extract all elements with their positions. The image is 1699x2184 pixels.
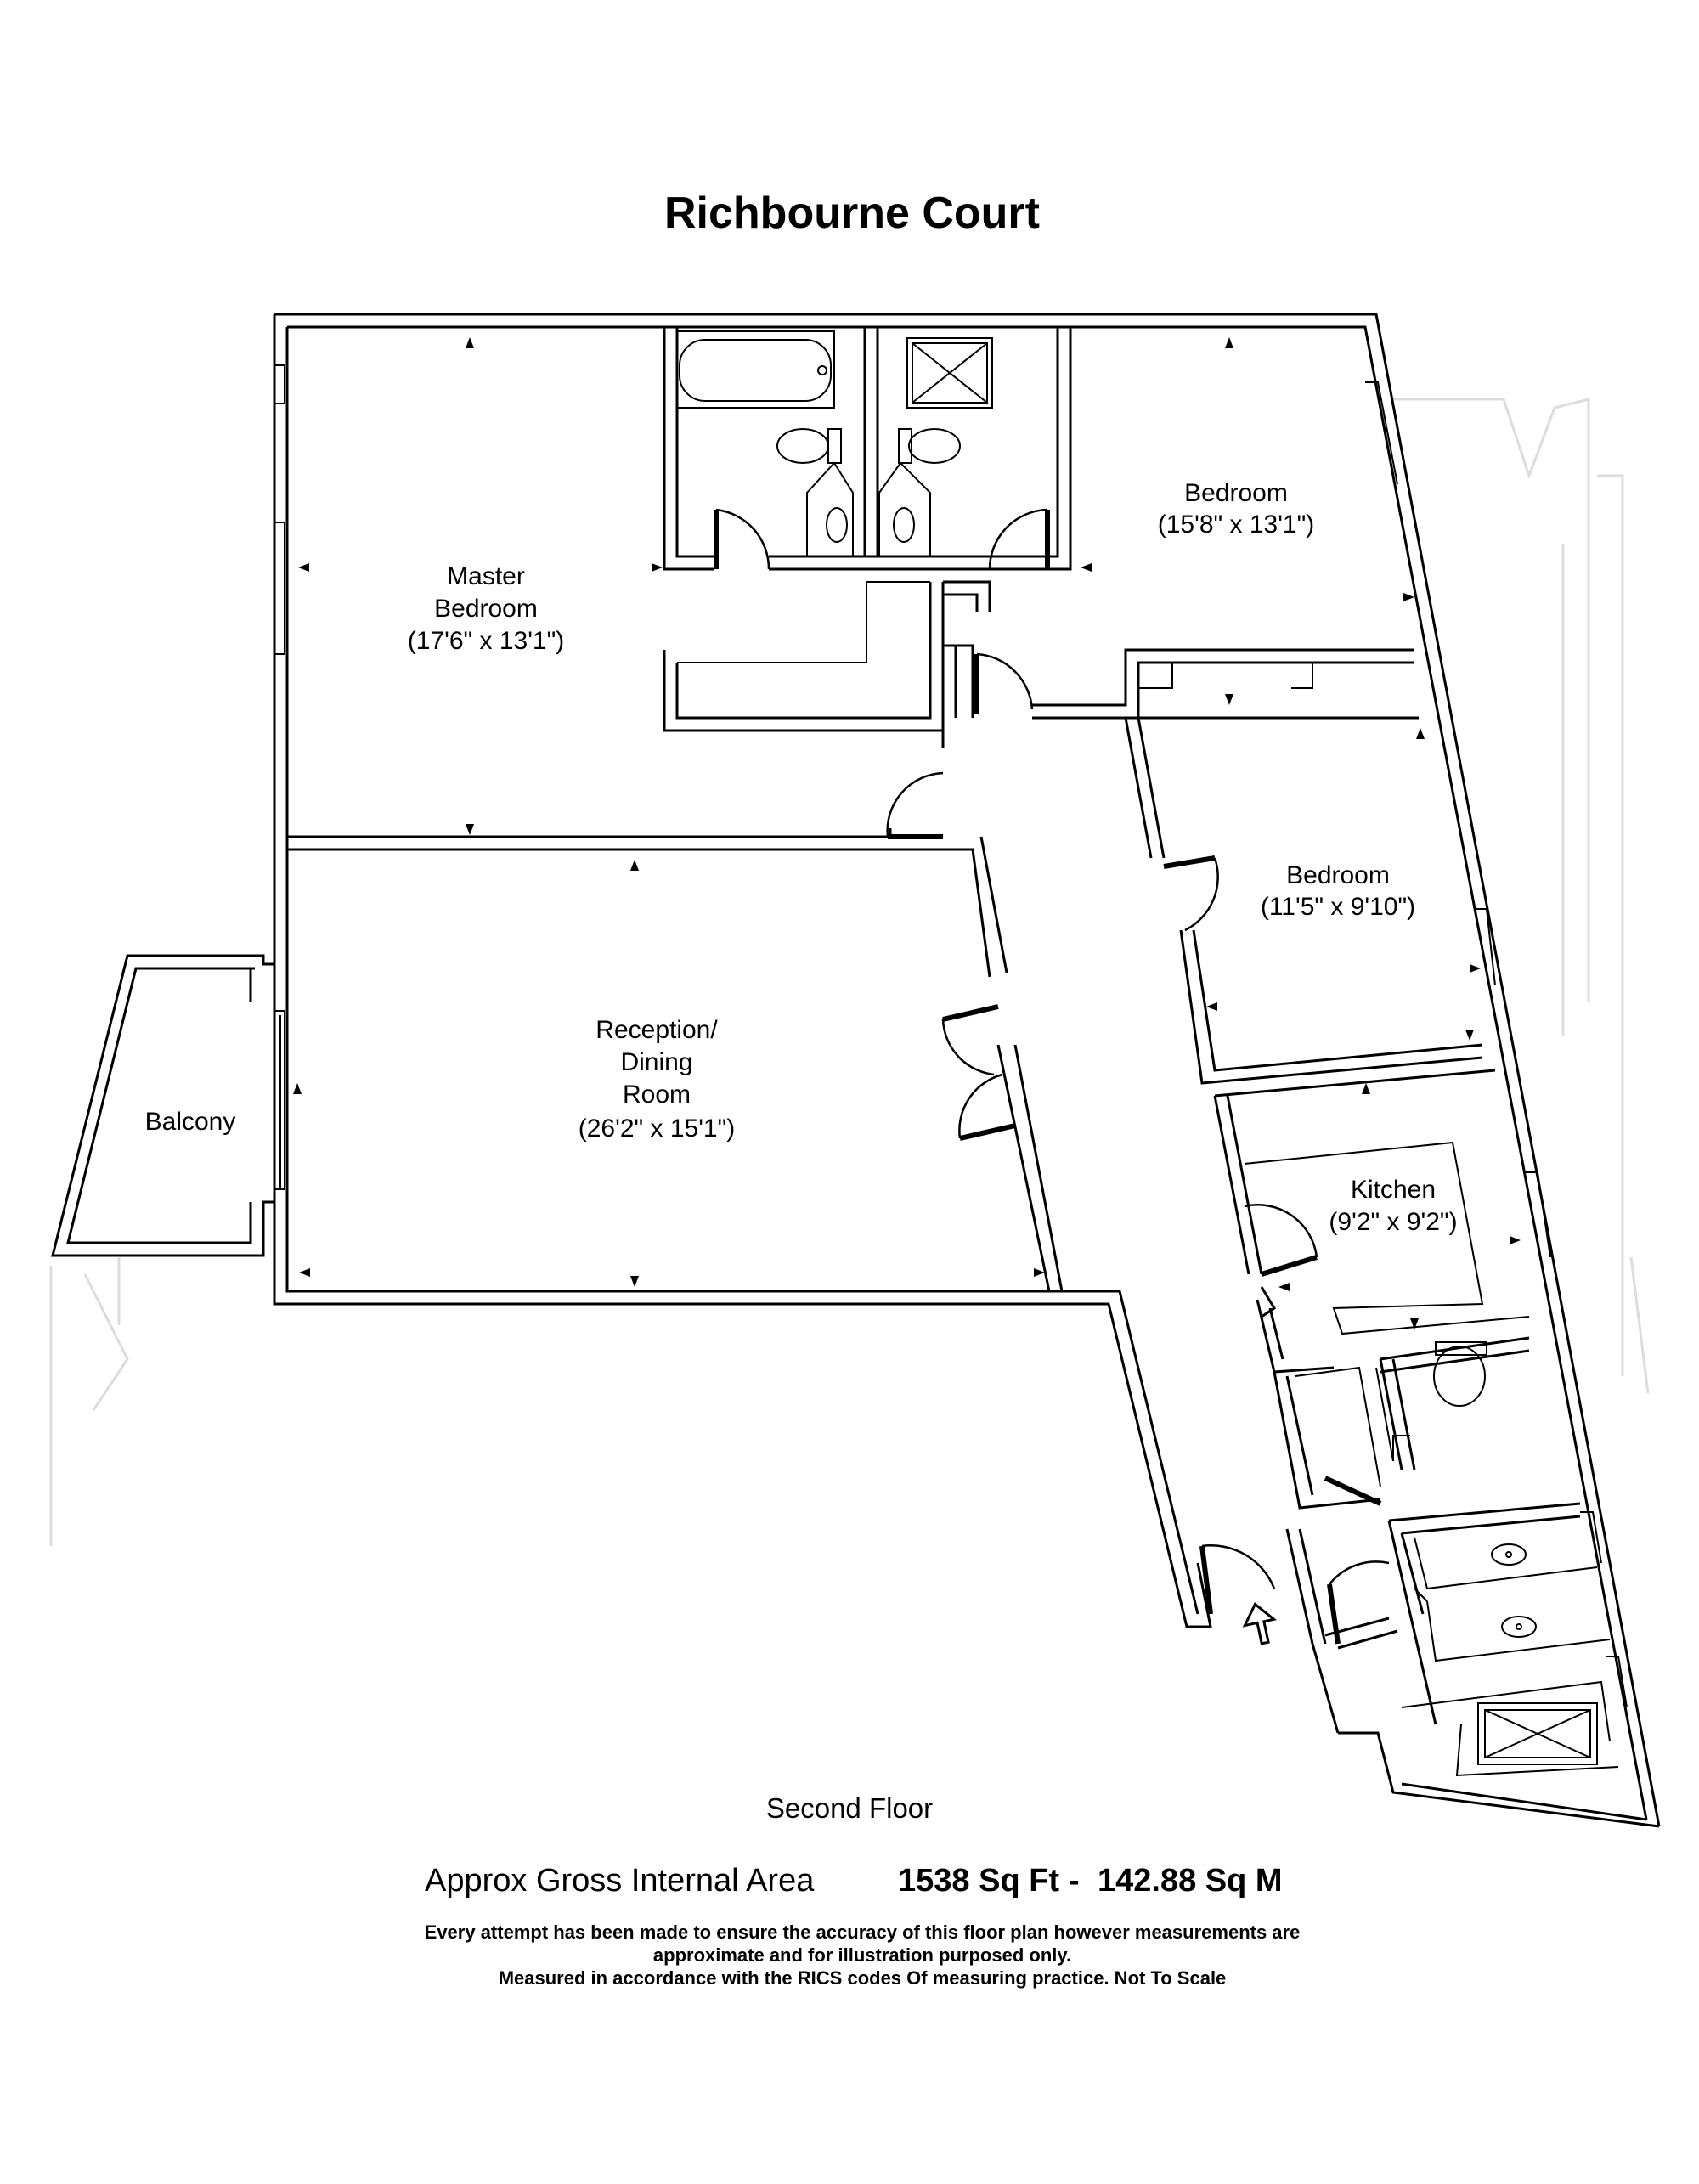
disclaimer-line2: approximate and for illustration purpose…	[653, 1944, 1071, 1966]
master-bedroom-label-line2: Bedroom	[434, 595, 538, 623]
disclaimer: Every attempt has been made to ensure th…	[425, 1922, 1301, 1989]
sink-icon	[878, 461, 931, 557]
bedroom-middle-dims: (11'5" x 9'10")	[1261, 893, 1415, 921]
reception-label-line2: Dining	[620, 1048, 692, 1076]
sink-icon	[806, 461, 854, 557]
disclaimer-line1: Every attempt has been made to ensure th…	[425, 1922, 1301, 1943]
disclaimer-line3: Measured in accordance with the RICS cod…	[499, 1967, 1227, 1989]
bath-icon	[679, 339, 832, 402]
doors	[279, 508, 1390, 1645]
room-labels: Master Bedroom (17'6" x 13'1") Bedroom (…	[145, 479, 1458, 1236]
balcony	[51, 954, 274, 1257]
bedroom-top-label: Bedroom	[1184, 479, 1288, 507]
entrance-arrow-icon	[1242, 1602, 1278, 1645]
interior-walls	[287, 327, 1619, 1777]
toilet-icon	[1433, 1346, 1486, 1407]
sink-icon	[1491, 1543, 1527, 1566]
reception-label: Reception/	[595, 1016, 718, 1044]
area-summary: Approx Gross Internal Area 1538 Sq Ft - …	[425, 1863, 1283, 1899]
area-sqft: 1538 Sq Ft	[898, 1863, 1059, 1899]
master-bedroom-dims: (17'6" x 13'1")	[408, 627, 565, 655]
floor-label: Second Floor	[766, 1792, 933, 1824]
area-sqm: 142.88 Sq M	[1098, 1863, 1283, 1899]
area-label: Approx Gross Internal Area	[425, 1863, 815, 1899]
plan-title: Richbourne Court	[664, 189, 1040, 238]
master-bedroom-label: Master	[447, 562, 525, 590]
kitchen-dims: (9'2" x 9'2")	[1329, 1208, 1457, 1236]
bedroom-middle-label: Bedroom	[1286, 861, 1390, 889]
outer-walls	[273, 313, 1661, 1828]
area-separator: -	[1069, 1863, 1080, 1899]
shower-icon	[1477, 1702, 1598, 1765]
bedroom-top-dims: (15'8" x 13'1")	[1158, 511, 1315, 539]
dimension-markers	[293, 337, 1521, 1329]
sink-icon	[1501, 1616, 1537, 1638]
toilet-icon	[908, 428, 961, 464]
shower-tray-icon	[906, 337, 993, 409]
reception-label-line3: Room	[623, 1081, 691, 1109]
toilet-icon	[776, 428, 829, 464]
balcony-label: Balcony	[145, 1108, 236, 1136]
fixtures	[676, 330, 1598, 1765]
kitchen-label: Kitchen	[1351, 1176, 1436, 1204]
background-ghost-lines	[49, 398, 1650, 1546]
reception-dims: (26'2" x 15'1")	[579, 1115, 736, 1143]
